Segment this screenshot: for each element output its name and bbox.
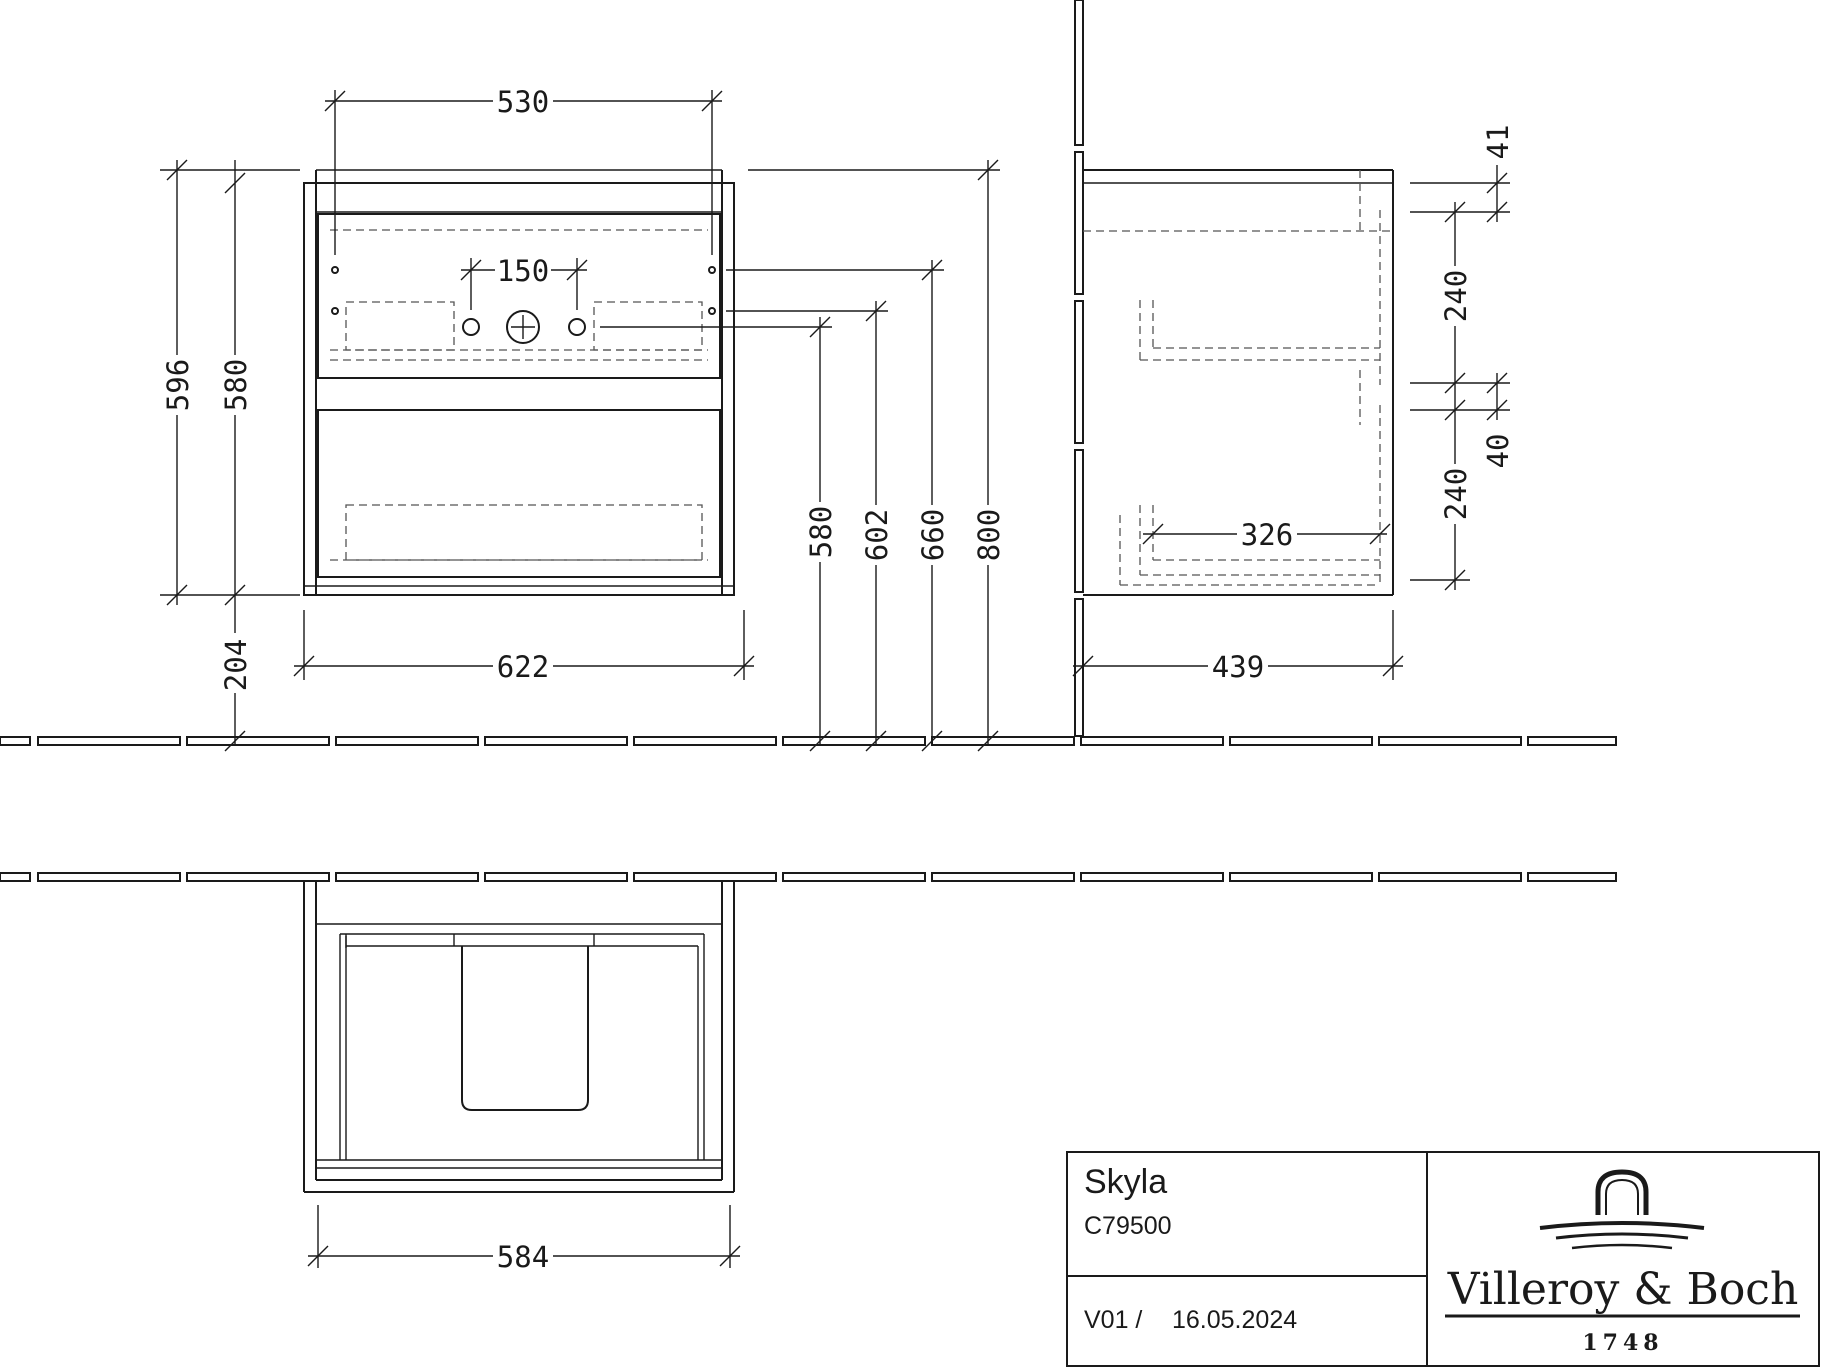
dim-label-622: 622 [497,650,549,684]
dim-label-204: 204 [219,639,253,691]
brand-name: Villeroy & Boch [1447,1264,1799,1315]
dim-label-580: 580 [219,359,253,411]
dim-front-530 [324,86,723,255]
dim-label-660: 660 [916,509,950,561]
front-view [303,169,735,596]
dim-label-584: 584 [497,1240,549,1274]
dim-side-right [1410,165,1510,591]
floor-line-upper [0,736,1617,746]
dim-label-530: 530 [497,85,549,119]
dim-side-326 [1142,519,1391,549]
dim-plan-584 [307,1205,741,1271]
version-label: V01 / [1084,1306,1142,1334]
dim-front-right [600,159,1003,752]
brand-year: 1748 [1582,1330,1663,1356]
dim-label-240-lower: 240 [1439,468,1473,520]
side-view [1083,169,1394,596]
product-code: C79500 [1084,1212,1172,1240]
villeroy-boch-fountain-icon [1539,1169,1705,1250]
dim-front-596 [160,159,300,752]
dim-label-439: 439 [1212,650,1264,684]
dim-label-240-upper: 240 [1439,270,1473,322]
dim-label-right-580: 580 [804,506,838,558]
plan-view [303,881,735,1193]
version-date: 16.05.2024 [1172,1306,1297,1334]
dim-side-439 [1072,610,1404,681]
product-name: Skyla [1084,1163,1167,1201]
dim-front-150 [460,255,588,310]
dim-label-596: 596 [161,359,195,411]
title-block [1066,1151,1820,1367]
dim-label-40: 40 [1481,434,1515,469]
dim-label-800: 800 [972,509,1006,561]
wall-line-vertical [1074,0,1084,737]
dim-label-602: 602 [860,509,894,561]
wall-line-lower [0,872,1617,882]
dim-label-150: 150 [497,254,549,288]
dim-front-622 [293,610,755,681]
dim-label-326: 326 [1241,518,1293,552]
dim-label-41: 41 [1481,125,1515,160]
